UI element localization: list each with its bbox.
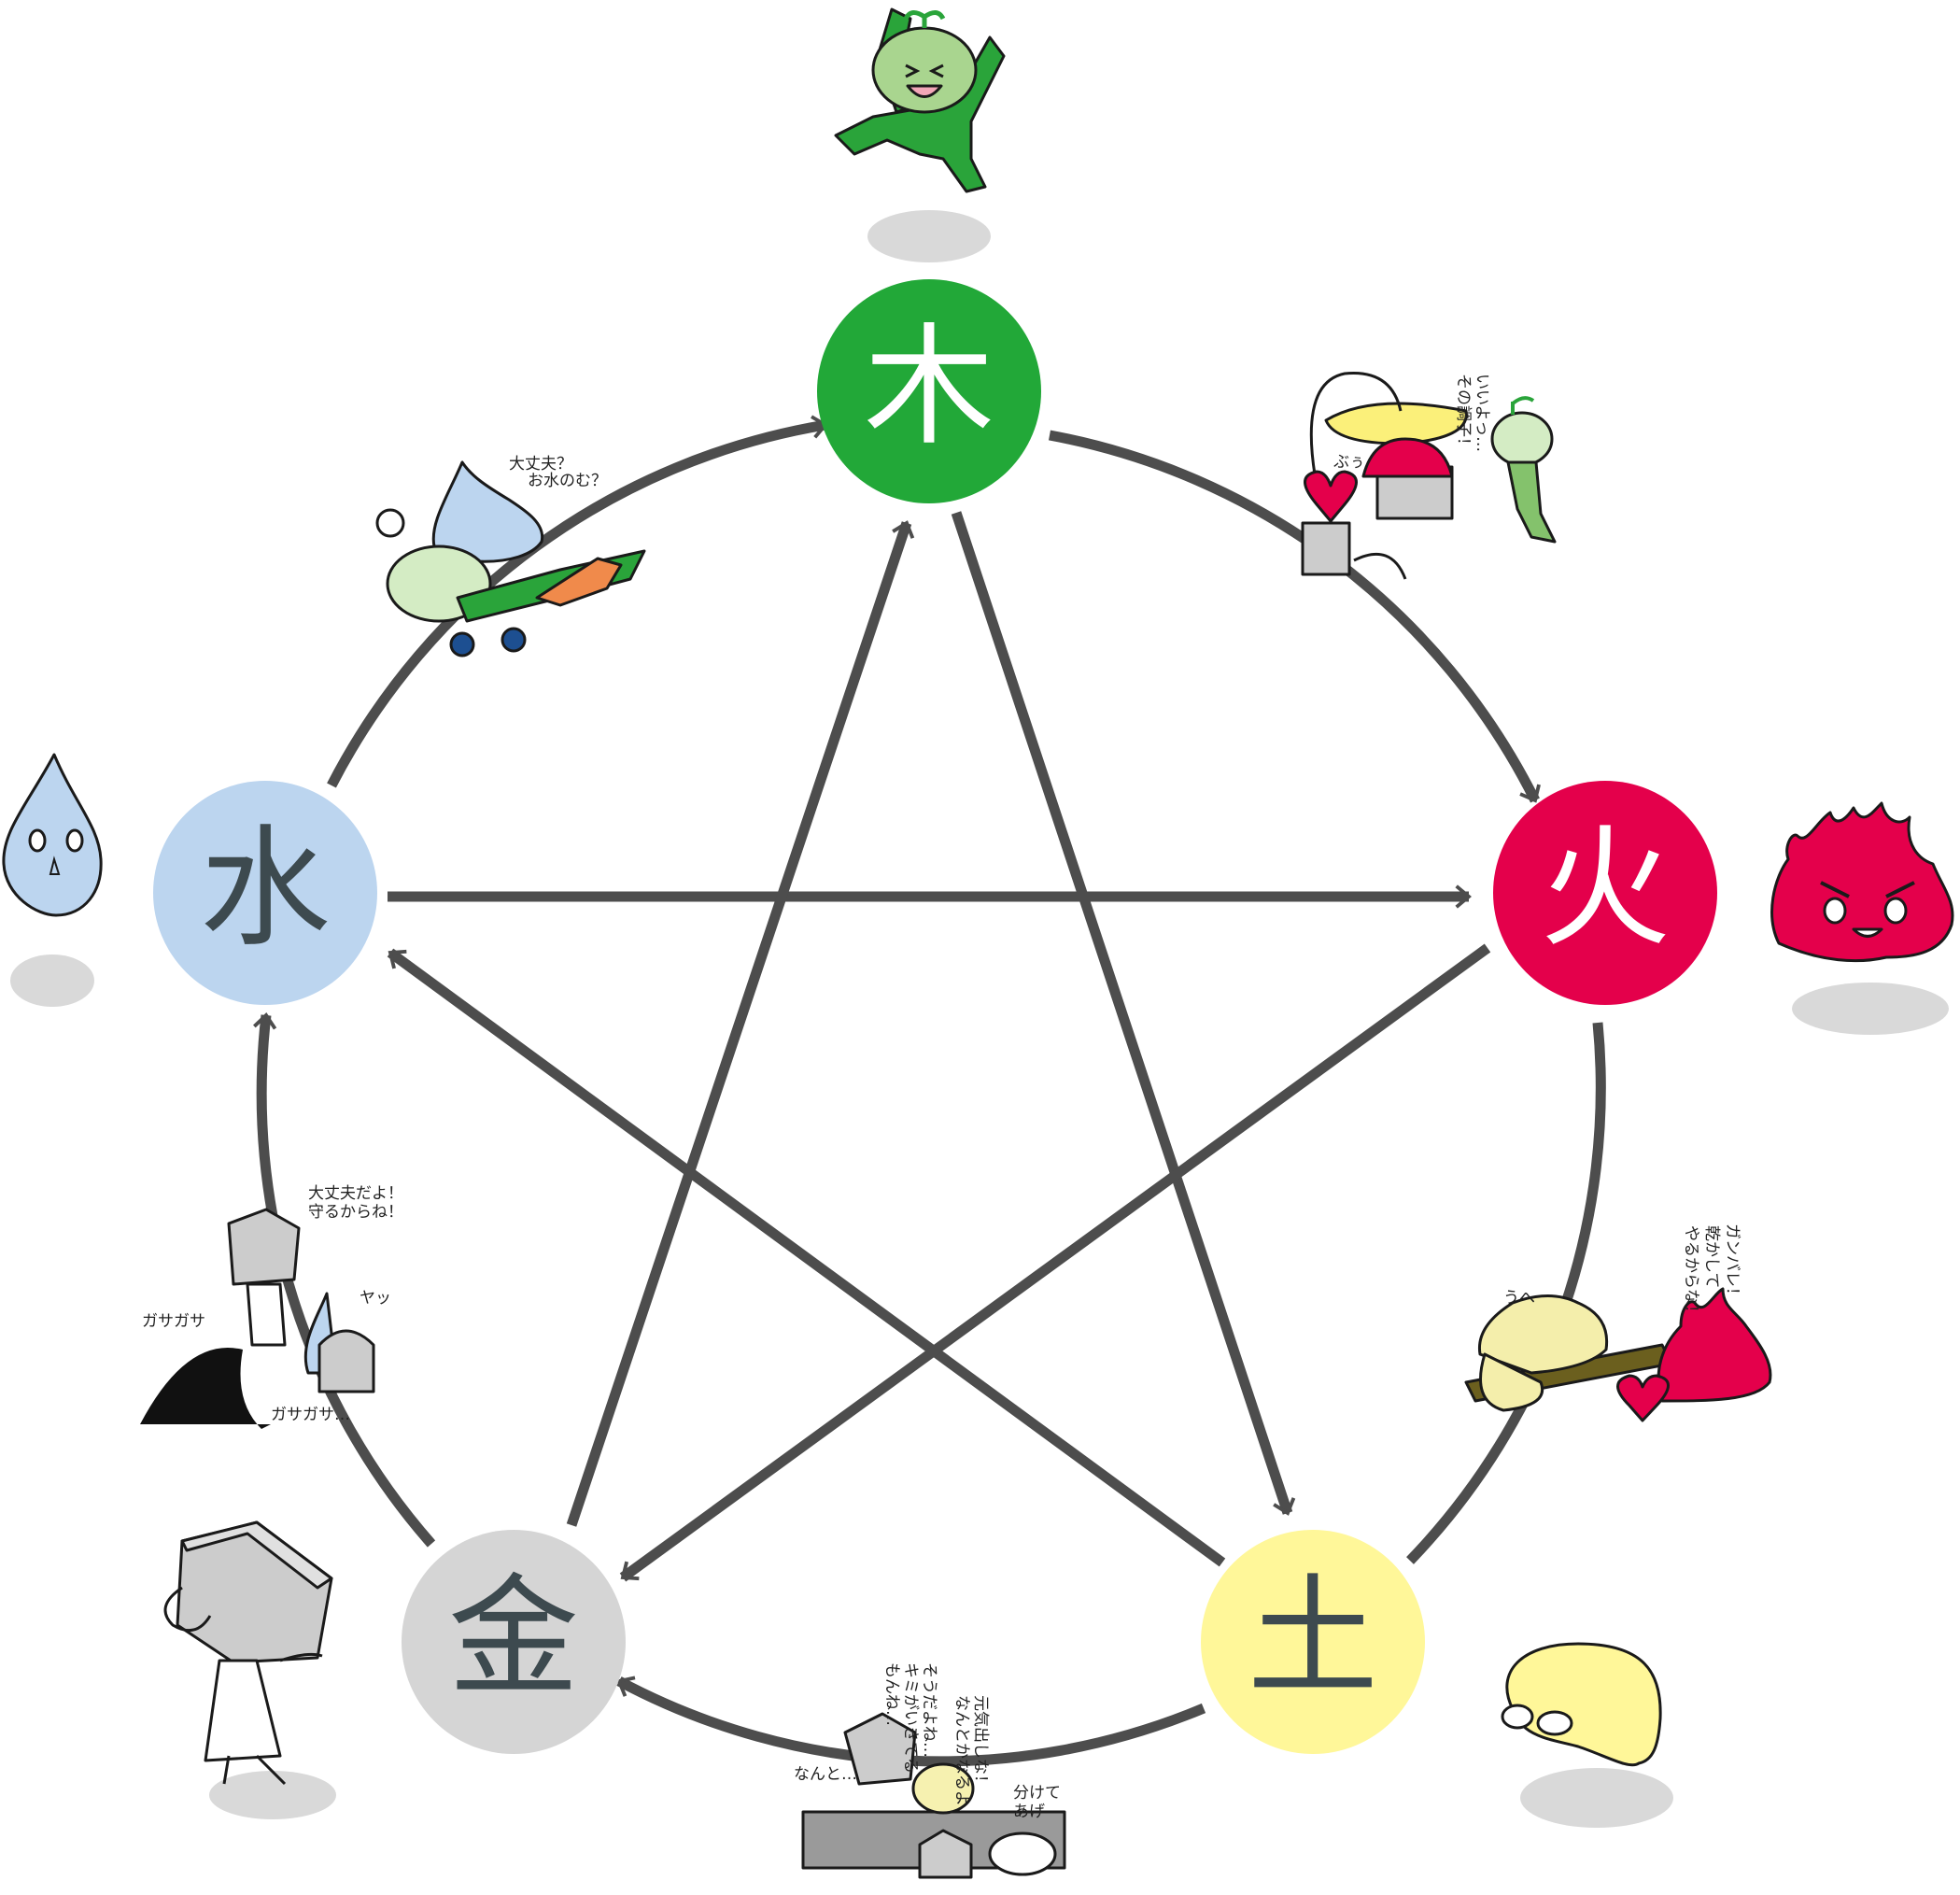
speech-fire-earth-2: 乾かして xyxy=(1702,1225,1721,1289)
speech-metal-water-sound-1: ガサガサ xyxy=(142,1312,205,1331)
arrow-wood-to-fire xyxy=(1048,430,1541,803)
water-label: 水 xyxy=(200,813,331,966)
speech-earth-metal-earth-1: 元気出しな！ xyxy=(971,1695,990,1790)
speech-earth-metal-give-1: 分けて xyxy=(1013,1784,1061,1803)
speech-metal-water-2: 守るからね！ xyxy=(308,1203,403,1222)
shadow-earth xyxy=(1520,1768,1673,1828)
fire-label: 火 xyxy=(1540,813,1671,966)
metal-character-illustration xyxy=(163,1520,333,1786)
earth-circle xyxy=(1201,1530,1425,1754)
speech-earth-metal-metal-2: キミがいきてる xyxy=(901,1662,920,1774)
arrow-earth-to-water xyxy=(387,948,1226,1567)
speech-wood-fire-1: いいよっ… xyxy=(1473,374,1491,452)
wood-circle xyxy=(817,279,1041,503)
scene-fire-earth: ガンバレ！ 乾かして やるからな！ うへ xyxy=(1464,1223,1772,1422)
speech-wood-fire-2: その調子！ xyxy=(1454,374,1473,453)
node-metal: 金 xyxy=(402,1530,626,1754)
arrow-metal-to-wood xyxy=(566,520,915,1527)
shadow-wood xyxy=(867,210,991,262)
earth-label: 土 xyxy=(1248,1563,1378,1715)
shadow-water xyxy=(10,955,94,1007)
speech-earth-metal-small: なんと… xyxy=(794,1765,857,1784)
fire-circle xyxy=(1493,781,1717,1005)
speech-metal-water-1: 大丈夫だよ！ xyxy=(308,1184,403,1203)
metal-label: 金 xyxy=(448,1563,579,1715)
node-water: 水 xyxy=(153,781,377,1005)
speech-water-wood-2: お水のむ？ xyxy=(528,472,607,490)
wood-label: 木 xyxy=(864,312,994,464)
speech-fire-sound: ぶぅ xyxy=(1333,453,1365,472)
speech-metal-water-small: ヤッ xyxy=(360,1289,391,1308)
speech-earth-metal-metal-1: そうだよね… xyxy=(920,1662,938,1758)
water-character-illustration xyxy=(2,753,103,917)
arrow-wood-to-earth xyxy=(951,511,1296,1516)
metal-circle xyxy=(402,1530,626,1754)
arrow-metal-to-water xyxy=(253,1012,436,1548)
node-fire: 火 xyxy=(1493,781,1717,1005)
speech-fire-earth-1: ガンバレ！ xyxy=(1723,1223,1741,1303)
wood-character-illustration xyxy=(834,7,1006,193)
water-circle xyxy=(153,781,377,1005)
speech-earth-metal-earth-2: なんとかなるよ xyxy=(952,1695,971,1806)
scene-wood-fire: いいよっ… その調子！ ぶぅ xyxy=(1301,372,1557,580)
speech-earth-sound: うへ xyxy=(1503,1289,1535,1308)
fire-character-illustration xyxy=(1770,801,1954,963)
speech-metal-water-sound-2: ガサガサ… xyxy=(271,1406,350,1424)
earth-character-illustration xyxy=(1501,1642,1662,1767)
scene-water-wood: 大丈夫？ お水のむ？ xyxy=(375,455,646,658)
shadow-metal xyxy=(209,1771,336,1819)
arrow-fire-to-metal xyxy=(619,943,1491,1582)
scene-earth-metal: そうだよね… キミがいきてる もんね… 元気出しな！ なんとかなるよ なんと… … xyxy=(794,1662,1066,1879)
scene-metal-water: 大丈夫だよ！ 守るからね！ ガサガサ ガサガサ… ヤッ xyxy=(138,1184,403,1429)
speech-fire-earth-3: やるからな！ xyxy=(1682,1225,1700,1321)
node-wood: 木 xyxy=(817,279,1041,503)
speech-earth-metal-metal-3: もんね… xyxy=(882,1662,901,1726)
shadow-fire xyxy=(1792,983,1949,1035)
node-earth: 土 xyxy=(1201,1530,1425,1754)
speech-earth-metal-give-2: あげ xyxy=(1013,1803,1045,1821)
speech-water-wood-1: 大丈夫？ xyxy=(509,455,572,474)
